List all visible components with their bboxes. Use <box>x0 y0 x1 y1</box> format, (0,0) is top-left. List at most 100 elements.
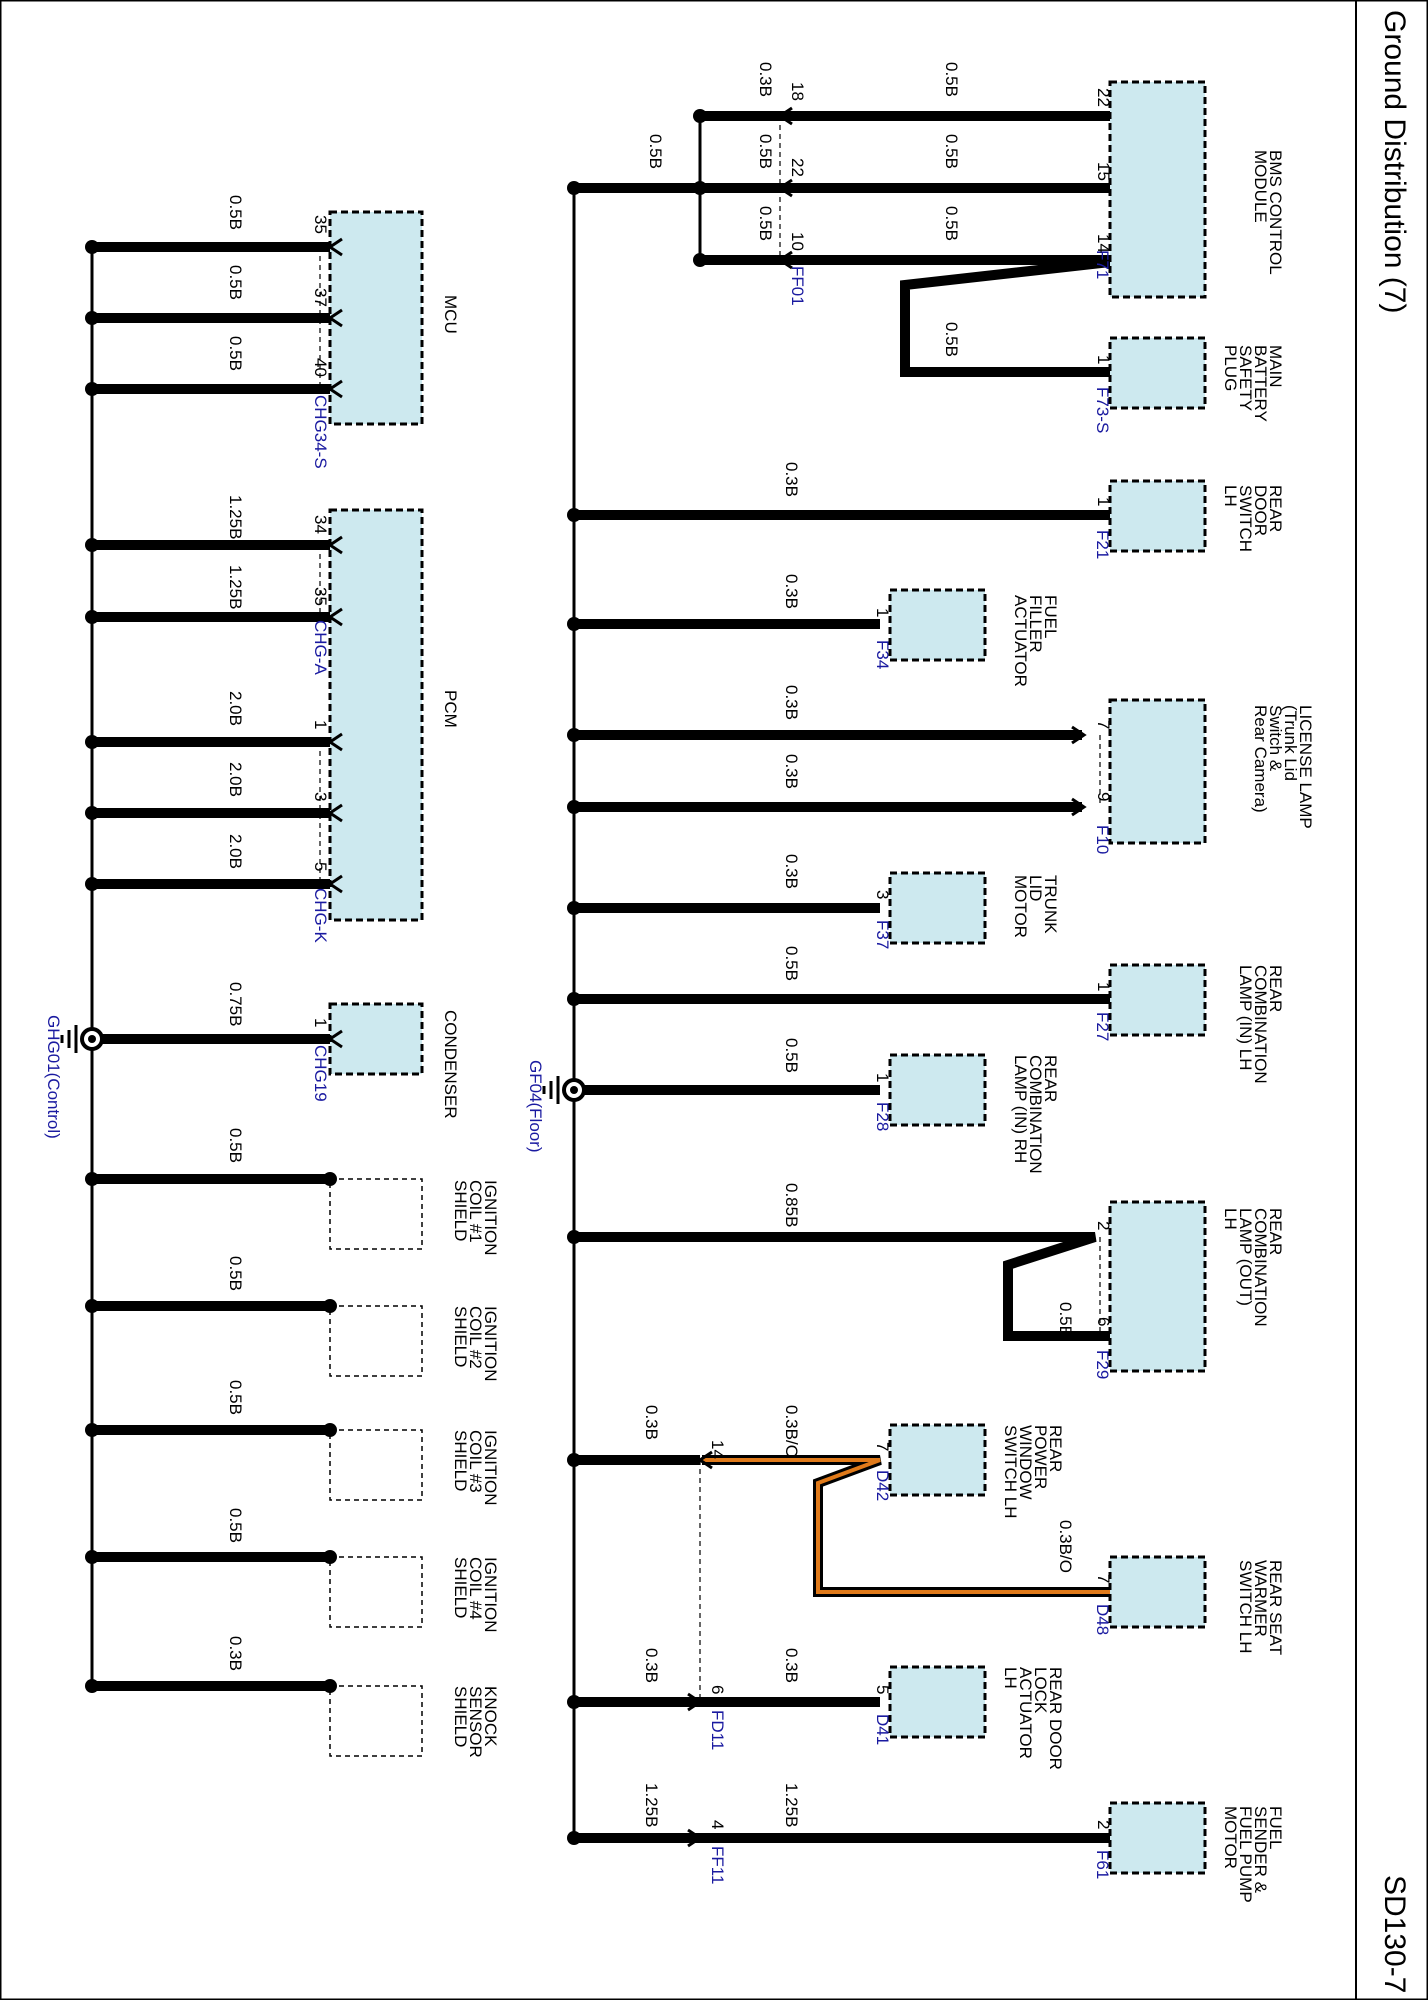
connector-pcm2: CHG-K <box>311 888 330 943</box>
component-label-fsfpm: FUEL PUMP <box>1236 1806 1255 1903</box>
component-label-ic3: SHIELD <box>451 1430 470 1491</box>
wire-spec-ffa1: 0.3B <box>782 574 801 609</box>
wire-spec-ic4w: 0.5B <box>226 1508 245 1543</box>
ground-label-gf04: GF04(Floor) <box>526 1060 545 1153</box>
pin-mbsp1: 1 <box>1094 355 1113 364</box>
wire-spec-rclout2: 0.85B <box>782 1183 801 1227</box>
component-label-tlm: LID <box>1026 875 1045 901</box>
component-label-ic2: COIL #2 <box>466 1306 485 1369</box>
pin-ff22: 22 <box>788 158 807 177</box>
component-label-rswslh: REAR SEAT <box>1266 1560 1285 1655</box>
component-label-rdslh: SWITCH <box>1236 485 1255 552</box>
component-label-rswslh: SWITCH LH <box>1236 1560 1255 1654</box>
component-boxes <box>328 80 1207 1875</box>
pin-lic9: 9 <box>1094 792 1113 801</box>
component-label-rclinrh: COMBINATION <box>1026 1055 1045 1174</box>
pin-rclout2: 2 <box>1094 1221 1113 1230</box>
component-label-rpwslh: POWER <box>1031 1425 1050 1489</box>
wire-spec-ff22: 0.5B <box>756 134 775 169</box>
connector-cond: CHG19 <box>311 1045 330 1102</box>
pin-rpw7: 7 <box>873 1442 892 1451</box>
page-code: SD130-7 <box>1378 1875 1411 1993</box>
wire-spec-rsw7: 0.3B/O <box>1056 1520 1075 1573</box>
component-label-ic4: SHIELD <box>451 1557 470 1618</box>
wire-spec-fs2: 1.25B <box>782 1783 801 1827</box>
pin-ff18: 18 <box>788 82 807 101</box>
wire-spec-bms15: 0.5B <box>942 134 961 169</box>
component-label-tlm: TRUNK <box>1041 875 1060 934</box>
component-label-rclinrh: LAMP (IN) RH <box>1011 1055 1030 1163</box>
component-label-lic: Rear Camera) <box>1251 705 1270 813</box>
component-label-rcloutlh: REAR <box>1266 1208 1285 1255</box>
connector-pcm: CHG-A <box>311 620 330 675</box>
component-label-rclinrh: REAR <box>1041 1055 1060 1102</box>
wire-spec-rclrh1: 0.5B <box>782 1038 801 1073</box>
pin-ff4: 4 <box>708 1820 727 1829</box>
wire-spec-cond1: 0.75B <box>226 982 245 1026</box>
component-label-rdlalh: LH <box>1001 1667 1020 1689</box>
component-label-ic1: COIL #1 <box>466 1180 485 1243</box>
component-label-rswslh: WARMER <box>1251 1560 1270 1637</box>
orange-wires <box>702 1455 1110 1597</box>
wire-spec-bms22: 0.5B <box>942 62 961 97</box>
pin-bms14: 14 <box>1094 234 1113 253</box>
pin-rclout6: 6 <box>1094 1317 1113 1326</box>
pin-rds1: 1 <box>1094 497 1113 506</box>
pin-cond1: 1 <box>311 1018 330 1027</box>
component-label-rdslh: LH <box>1221 485 1240 507</box>
connector-chevrons <box>327 106 1087 1848</box>
wire-spec-ff10: 0.5B <box>756 206 775 241</box>
gf04-wires <box>574 111 1111 1843</box>
ghg01-wires <box>92 242 330 1691</box>
wire-spec-lic9: 0.3B <box>782 754 801 789</box>
component-label-ic1: SHIELD <box>451 1180 470 1241</box>
diagram-labels: BMS CONTROLMODULEMAINBATTERYSAFETYPLUGRE… <box>44 62 1315 1903</box>
component-label-rpwslh: SWITCH LH <box>1001 1425 1020 1519</box>
component-label-lic: LICENSE LAMP <box>1296 705 1315 829</box>
wire-spec-fd14: 0.3B <box>642 1405 661 1440</box>
pin-bms22: 22 <box>1094 88 1113 107</box>
wire-spec-pcm3: 2.0B <box>226 762 245 797</box>
component-label-knock: SHIELD <box>451 1686 470 1747</box>
connector-rclinlh: F27 <box>1093 1012 1112 1041</box>
component-label-rcloutlh: COMBINATION <box>1251 1208 1270 1327</box>
component-label-ic2: IGNITION <box>481 1306 500 1382</box>
component-label-rdlalh: LOCK <box>1031 1667 1050 1714</box>
connector-bms: F71 <box>1093 250 1112 279</box>
pin-pcm5: 5 <box>311 862 330 871</box>
wire-spec-lic7: 0.3B <box>782 685 801 720</box>
component-label-rdslh: REAR <box>1266 485 1285 532</box>
component-label-ffa: FILLER <box>1026 595 1045 653</box>
pin-tlm3: 3 <box>873 890 892 899</box>
pin-bms15: 15 <box>1094 162 1113 181</box>
pin-mcu40: 40 <box>311 358 330 377</box>
connector-lic: F10 <box>1093 825 1112 854</box>
component-label-fsfpm: MOTOR <box>1221 1806 1240 1869</box>
component-label-lic: Switch & <box>1266 705 1285 772</box>
component-label-mbsp: PLUG <box>1221 345 1240 391</box>
gf04-ground-icon <box>542 1076 586 1104</box>
component-label-pcm: PCM <box>441 690 460 728</box>
pin-rsw7: 7 <box>1094 1574 1113 1583</box>
inline-connector-ff11: FF11 <box>708 1846 727 1884</box>
connector-mbsp: F73-S <box>1093 387 1112 433</box>
wire-spec-rclout6: 0.5B <box>1056 1302 1075 1337</box>
pin-pcm34: 34 <box>311 515 330 534</box>
component-label-bms: BMS CONTROL <box>1266 150 1285 275</box>
wire-spec-tlm3: 0.3B <box>782 854 801 889</box>
component-label-rclinlh: REAR <box>1266 965 1285 1012</box>
pin-rclin1: 1 <box>1094 982 1113 991</box>
inline-connector-fd11: FD11 <box>708 1710 727 1750</box>
pin-pcm3: 3 <box>311 792 330 801</box>
wire-spec-mcu40: 0.5B <box>226 336 245 371</box>
wire-spec-mcu37: 0.5B <box>226 265 245 300</box>
pin-pcm1: 1 <box>311 720 330 729</box>
connector-mcu: CHG34-S <box>311 395 330 469</box>
wire-spec-bms14: 0.5B <box>942 206 961 241</box>
connector-ffa: F34 <box>873 640 892 669</box>
component-label-rclinlh: LAMP (IN) LH <box>1236 965 1255 1071</box>
wire-spec-mcu35: 0.5B <box>226 195 245 230</box>
connector-rcloutlh: F29 <box>1093 1350 1112 1379</box>
component-label-rcloutlh: LH <box>1221 1208 1240 1230</box>
